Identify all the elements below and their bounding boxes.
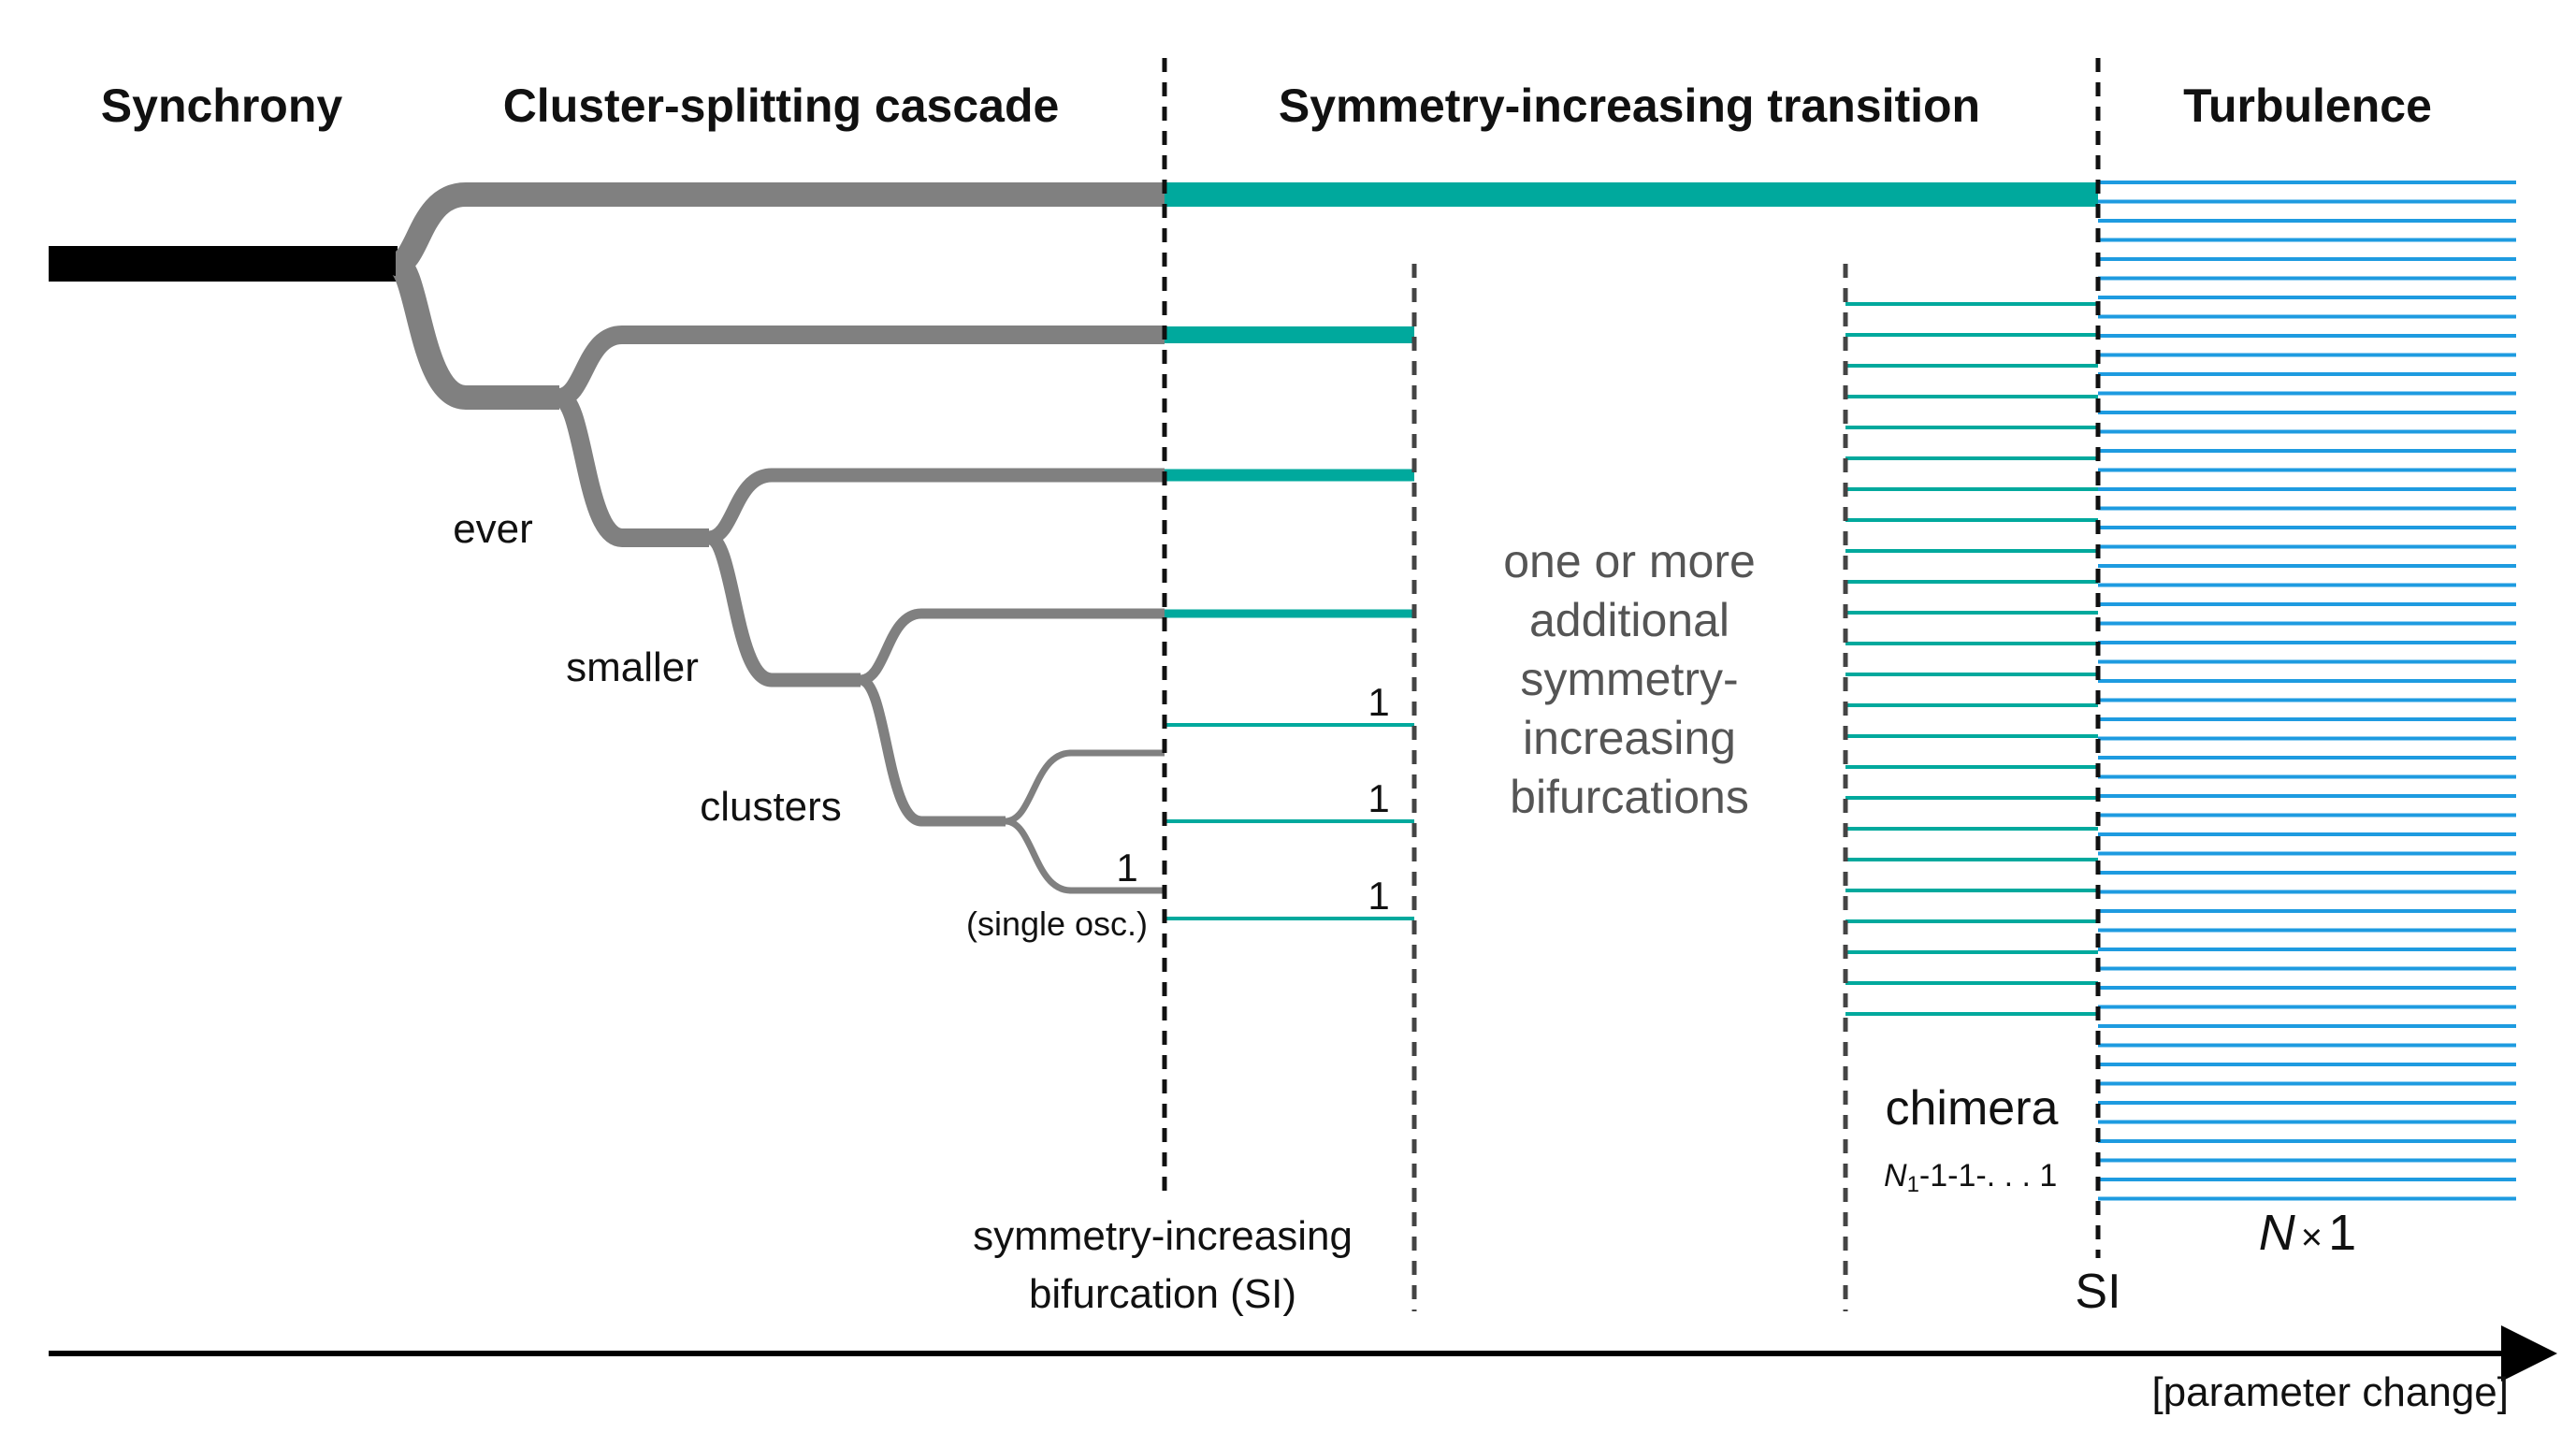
- turbulence-label-n: N: [2259, 1205, 2296, 1261]
- turbulence-label-times: ×: [2301, 1217, 2323, 1258]
- cascade-label-ever: ever: [453, 506, 533, 552]
- branch-number-1: 1: [1368, 680, 1389, 724]
- single-oscillator-caption: (single osc.): [966, 904, 1148, 943]
- parameter-axis-label: [parameter change]: [2151, 1369, 2509, 1415]
- cascade-branch-level-5: [1005, 749, 1165, 894]
- branch-number-3: 1: [1368, 874, 1389, 918]
- chimera-formula-n: N: [1884, 1158, 1907, 1194]
- chimera-formula-rest: -1-1-. . . 1: [1919, 1158, 2057, 1194]
- si-short-label: SI: [2075, 1265, 2120, 1319]
- header-turbulence: Turbulence: [2183, 80, 2432, 132]
- middle-text-line-3: symmetry-: [1520, 653, 1738, 705]
- chimera-label: chimera: [1886, 1081, 2059, 1136]
- turbulence-label: N×1: [2259, 1205, 2356, 1261]
- cascade-branch-level-4: [859, 608, 1165, 827]
- turbulence-label-one: 1: [2328, 1205, 2356, 1261]
- chimera-lines: [1845, 302, 2098, 1016]
- single-oscillator-number: 1: [1116, 846, 1137, 890]
- cascade-label-smaller: smaller: [566, 644, 699, 690]
- middle-text-line-1: one or more: [1503, 535, 1756, 587]
- header-cluster-splitting-cascade: Cluster-splitting cascade: [503, 80, 1060, 132]
- turbulence-lines: [2098, 181, 2516, 1201]
- header-synchrony: Synchrony: [101, 80, 343, 132]
- si-label-line-2: bifurcation (SI): [1029, 1271, 1296, 1317]
- middle-text-line-2: additional: [1529, 594, 1729, 646]
- cascade-label-clusters: clusters: [700, 784, 842, 830]
- branch-number-2: 1: [1368, 776, 1389, 820]
- header-symmetry-increasing-transition: Symmetry-increasing transition: [1279, 80, 1980, 132]
- chimera-formula-sub: 1: [1907, 1172, 1919, 1197]
- cascade-branch-level-3: [706, 468, 1165, 687]
- si-label-line-1: symmetry-increasing: [973, 1213, 1353, 1259]
- chimera-formula: N1-1-1-. . . 1: [1884, 1158, 2057, 1197]
- cascade-branch-level-1: [390, 182, 1165, 410]
- middle-text-line-4: increasing: [1523, 712, 1736, 764]
- middle-text-line-5: bifurcations: [1510, 771, 1749, 823]
- cascade-branch-level-2: [556, 326, 1165, 547]
